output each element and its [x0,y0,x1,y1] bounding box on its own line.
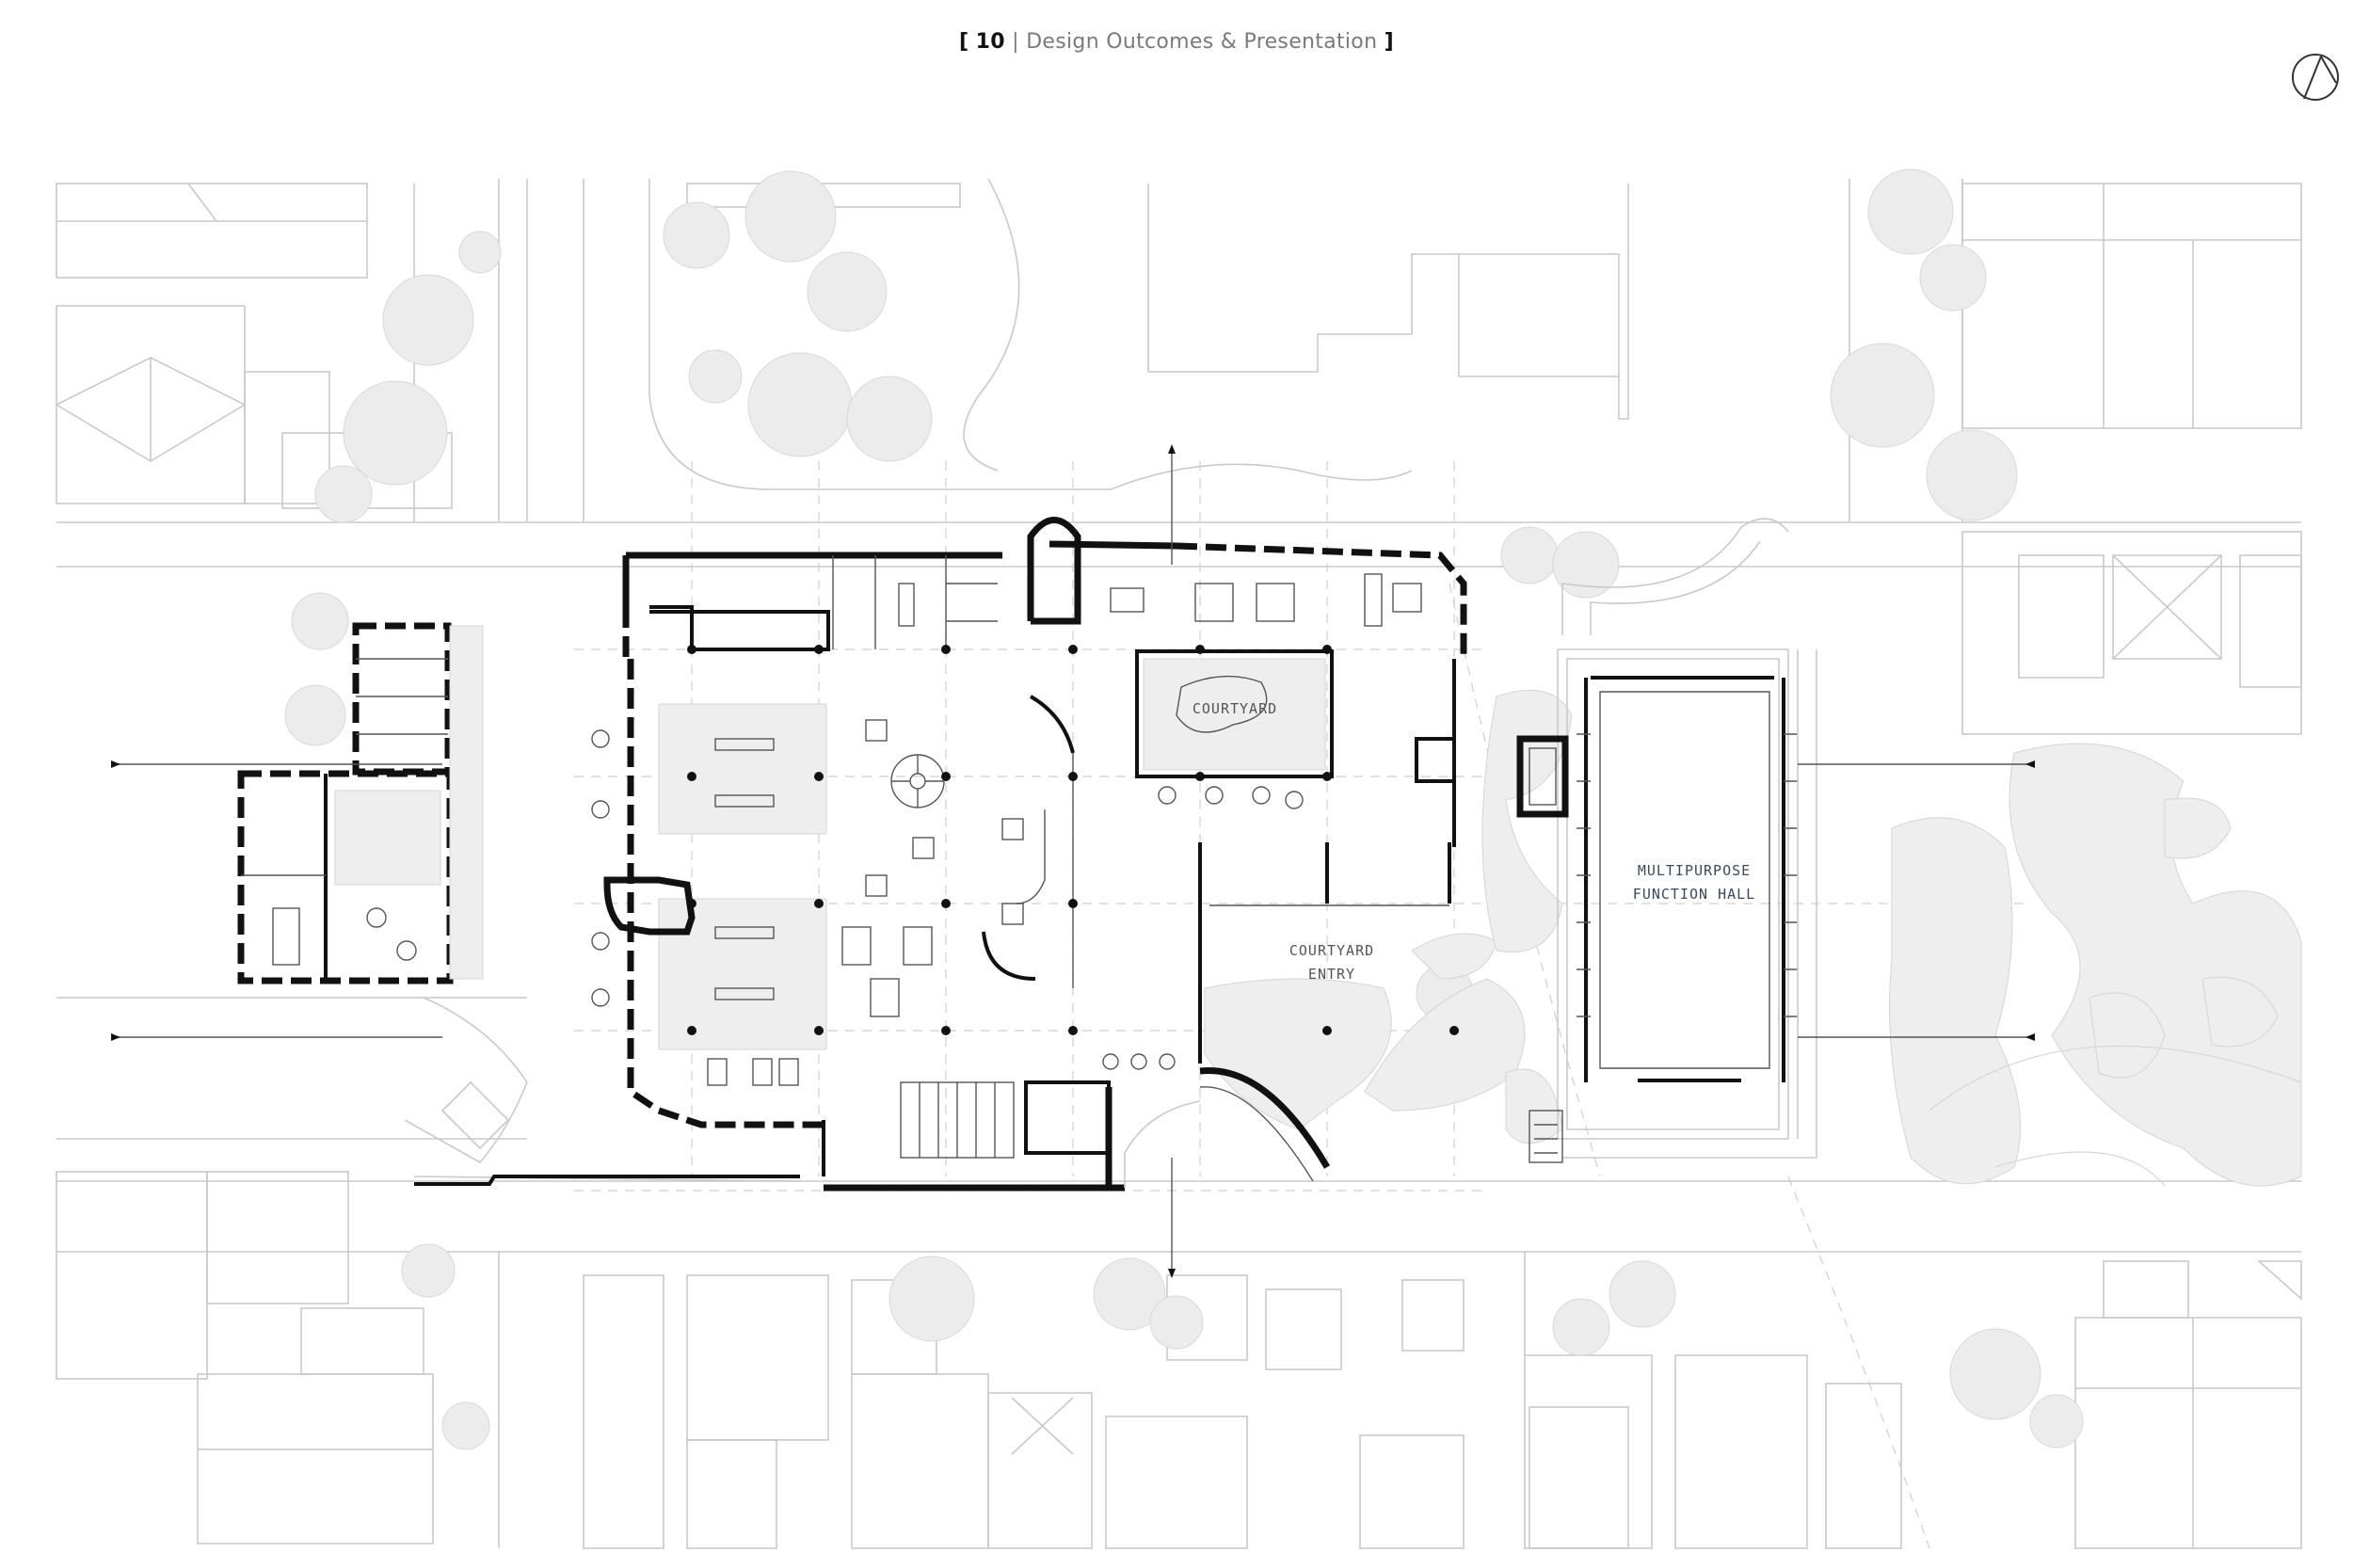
section-marker-icon [111,444,2035,1278]
annex-building [237,622,801,1182]
furniture [591,573,1422,1086]
courtyard-entry-landscape [1204,689,1573,1144]
courtyard-entry-label: COURTYARD [1289,942,1374,959]
function-hall-label: FUNCTION HALL [1633,886,1755,903]
page-number: 10 [975,30,1005,54]
columns [687,645,1459,1035]
park-landscape [1889,743,2302,1187]
function-hall [1516,518,1817,1163]
courtyard-entry-label: ENTRY [1308,966,1355,983]
courtyard-label: COURTYARD [1193,700,1277,717]
section-title: Design Outcomes & Presentation [1026,30,1378,54]
main-building [414,517,1467,1192]
function-hall-label: MULTIPURPOSE [1638,862,1751,879]
trees [284,168,2084,1450]
bookshelves [714,738,775,1000]
page-title: [ 10 | Design Outcomes & Presentation ] [959,30,1394,54]
north-arrow-icon [2292,54,2339,101]
